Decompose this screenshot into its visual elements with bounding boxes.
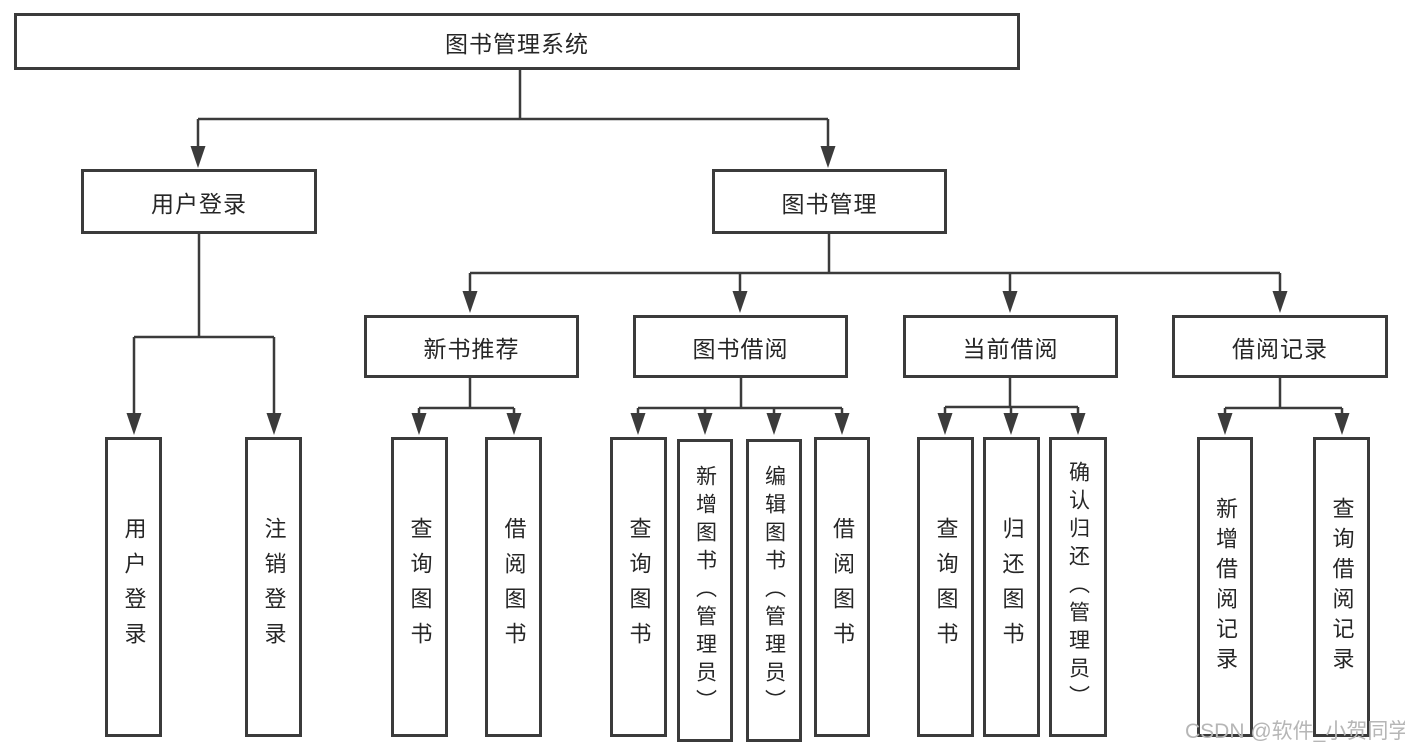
arrow-down-icon [190, 146, 206, 168]
node-borrowing-records: 借阅记录 [1172, 315, 1388, 378]
leaf-records-query-borrow-record: 查询借阅记录 [1313, 437, 1370, 737]
arrow-down-icon [820, 146, 836, 168]
node-library-system-root: 图书管理系统 [14, 13, 1020, 70]
connector-new-book-children [411, 378, 522, 435]
arrow-down-icon [1003, 413, 1019, 435]
arrow-down-icon [697, 413, 713, 435]
arrow-down-icon [266, 413, 282, 435]
leaf-logout: 注销登录 [245, 437, 302, 737]
leaf-current-return-books: 归还图书 [983, 437, 1040, 737]
arrow-down-icon [1070, 413, 1086, 435]
csdn-watermark: CSDN @软件_小贺同学 [1185, 720, 1405, 743]
leaf-borrowing-add-books-admin: 新增图书（管理员） [677, 439, 733, 742]
arrow-down-icon [462, 291, 478, 313]
arrow-down-icon [1217, 413, 1233, 435]
node-book-management: 图书管理 [712, 169, 947, 234]
arrow-down-icon [1272, 291, 1288, 313]
leaf-current-query-books: 查询图书 [917, 437, 974, 737]
arrow-down-icon [126, 413, 142, 435]
connector-root-to-level2 [190, 70, 836, 168]
arrow-down-icon [1002, 291, 1018, 313]
arrow-down-icon [937, 413, 953, 435]
connector-current-borrowing-children [937, 378, 1086, 435]
leaf-newbook-borrow-books: 借阅图书 [485, 437, 542, 737]
arrow-down-icon [506, 413, 522, 435]
leaf-current-confirm-return-admin: 确认归还（管理员） [1049, 437, 1107, 737]
arrow-down-icon [411, 413, 427, 435]
leaf-records-add-borrow-record: 新增借阅记录 [1197, 437, 1253, 737]
arrow-down-icon [766, 413, 782, 435]
arrow-down-icon [1334, 413, 1350, 435]
node-user-login: 用户登录 [81, 169, 317, 234]
leaf-newbook-query-books: 查询图书 [391, 437, 448, 737]
connector-borrowing-records-children [1217, 378, 1350, 435]
connector-book-borrowing-children [630, 378, 850, 435]
node-book-borrowing: 图书借阅 [633, 315, 848, 378]
leaf-borrowing-query-books: 查询图书 [610, 437, 667, 737]
connector-book-management-children [462, 234, 1288, 313]
leaf-borrowing-borrow-books: 借阅图书 [814, 437, 870, 737]
leaf-borrowing-edit-books-admin: 编辑图书（管理员） [746, 439, 802, 742]
arrow-down-icon [834, 413, 850, 435]
node-new-book-recommendation: 新书推荐 [364, 315, 579, 378]
node-current-borrowing: 当前借阅 [903, 315, 1118, 378]
leaf-user-login: 用户登录 [105, 437, 162, 737]
arrow-down-icon [732, 291, 748, 313]
arrow-down-icon [630, 413, 646, 435]
connector-user-login-children [126, 234, 282, 435]
